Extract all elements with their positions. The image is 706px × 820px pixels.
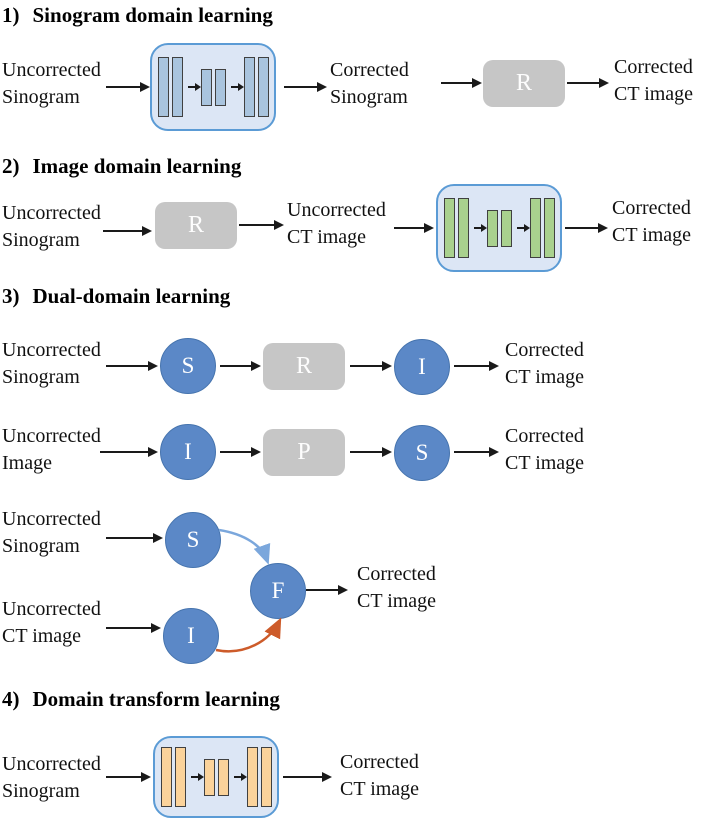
flow-arrow <box>106 533 163 543</box>
section-1-heading: 1) Sinogram domain learning <box>2 3 273 28</box>
flow-arrow <box>239 220 284 230</box>
s3r3-image-node: I <box>163 608 219 664</box>
conv-layer-bar <box>217 758 229 796</box>
s4-output-label: Corrected CT image <box>340 751 420 800</box>
mini-arrow-icon <box>473 224 487 232</box>
section-3-title: Dual-domain learning <box>32 284 231 308</box>
mini-arrow-icon <box>516 224 530 232</box>
flow-arrow <box>454 447 499 457</box>
flow-arrow <box>103 226 152 236</box>
flow-arrow <box>284 82 327 92</box>
s1-reconstruction-box: R <box>483 60 565 107</box>
flow-arrow <box>454 361 499 371</box>
s4-transform-cnn-block <box>153 736 279 818</box>
s3r2-image-node: I <box>160 424 216 480</box>
conv-layer-bar <box>246 747 258 807</box>
s2-input-label: Uncorrected Sinogram <box>2 202 101 251</box>
conv-layer-bar <box>157 57 169 117</box>
section-2-number: 2) <box>2 154 20 178</box>
s1-sinogram-cnn-block <box>150 43 276 131</box>
flow-arrow <box>106 82 150 92</box>
section-3-number: 3) <box>2 284 20 308</box>
conv-layer-bar <box>257 57 269 117</box>
flow-arrow <box>565 223 608 233</box>
conv-layer-bar <box>160 747 172 807</box>
s1-output-label: Corrected CT image <box>614 56 694 105</box>
s2-reconstruction-box: R <box>155 202 237 249</box>
s3r1-image-node: I <box>394 339 450 395</box>
conv-layer-bar <box>500 209 512 247</box>
flow-arrow <box>100 447 158 457</box>
s3r2-sinogram-node: S <box>394 425 450 481</box>
s1-mid-label: Corrected Sinogram <box>330 59 409 108</box>
conv-layer-bar <box>200 68 212 106</box>
flow-arrow <box>220 447 261 457</box>
s2-output-label: Corrected CT image <box>612 197 692 246</box>
s3r2-output-label: Corrected CT image <box>505 425 585 474</box>
s3r2-projection-box: P <box>263 429 345 476</box>
mini-arrow-icon <box>233 773 247 781</box>
conv-layer-bar <box>243 57 255 117</box>
conv-layer-bar <box>543 198 555 258</box>
s3r3-fusion-node: F <box>250 563 306 619</box>
conv-layer-bar <box>443 198 455 258</box>
section-1-number: 1) <box>2 3 20 27</box>
conv-layer-bar <box>203 758 215 796</box>
conv-layer-bar <box>486 209 498 247</box>
s3r1-reconstruction-box: R <box>263 343 345 390</box>
flow-arrow <box>306 585 348 595</box>
s4-input-label: Uncorrected Sinogram <box>2 753 101 802</box>
flow-arrow <box>394 223 434 233</box>
conv-layer-bar <box>214 68 226 106</box>
conv-layer-bar <box>529 198 541 258</box>
s3r2-input-label: Uncorrected Image <box>2 425 101 474</box>
s3r1-sinogram-node: S <box>160 338 216 394</box>
flow-arrow <box>220 361 261 371</box>
mini-arrow-icon <box>190 773 204 781</box>
section-2-heading: 2) Image domain learning <box>2 154 241 179</box>
section-2-title: Image domain learning <box>32 154 242 178</box>
flow-arrow <box>106 772 151 782</box>
flow-arrow <box>350 447 392 457</box>
s3r3-input1-label: Uncorrected Sinogram <box>2 508 101 557</box>
flow-arrow <box>106 361 158 371</box>
flow-arrow <box>350 361 392 371</box>
s3r3-output-label: Corrected CT image <box>357 563 437 612</box>
mini-arrow-icon <box>230 83 244 91</box>
section-4-title: Domain transform learning <box>32 687 280 711</box>
section-1-title: Sinogram domain learning <box>32 3 273 27</box>
s3r3-input2-label: Uncorrected CT image <box>2 598 101 647</box>
conv-layer-bar <box>174 747 186 807</box>
section-4-heading: 4) Domain transform learning <box>2 687 280 712</box>
conv-layer-bar <box>260 747 272 807</box>
conv-layer-bar <box>457 198 469 258</box>
s3r1-input-label: Uncorrected Sinogram <box>2 339 101 388</box>
image-to-fusion-curve-arrow <box>215 617 282 653</box>
s3r1-output-label: Corrected CT image <box>505 339 585 388</box>
section-4-number: 4) <box>2 687 20 711</box>
mini-arrow-icon <box>187 83 201 91</box>
flow-arrow <box>283 772 332 782</box>
s2-image-cnn-block <box>436 184 562 272</box>
sinogram-to-fusion-curve-arrow <box>218 528 271 565</box>
s2-mid-label: Uncorrected CT image <box>287 199 386 248</box>
s3r3-sinogram-node: S <box>165 512 221 568</box>
flow-arrow <box>441 78 482 88</box>
conv-layer-bar <box>171 57 183 117</box>
section-3-heading: 3) Dual-domain learning <box>2 284 230 309</box>
s1-input-label: Uncorrected Sinogram <box>2 59 101 108</box>
flow-arrow <box>567 78 609 88</box>
flow-arrow <box>106 623 161 633</box>
